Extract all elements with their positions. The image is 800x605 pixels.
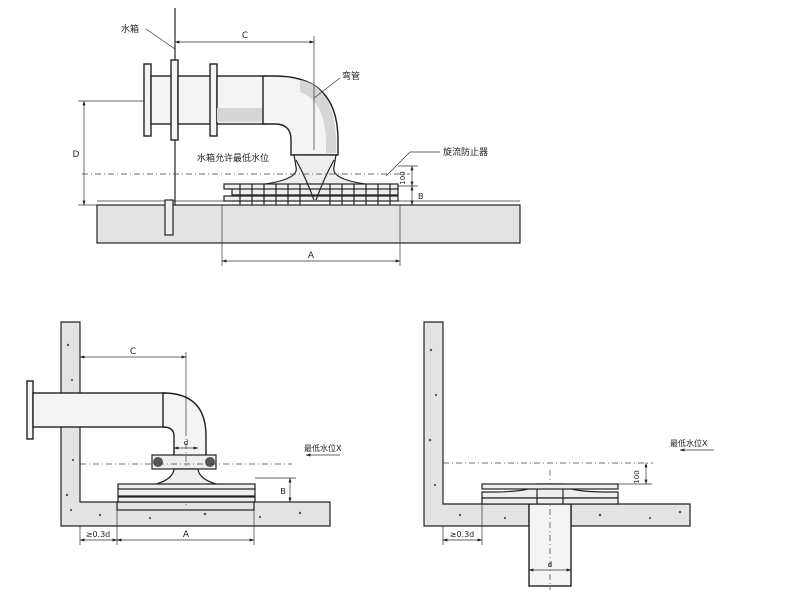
dim-d-label: D	[73, 150, 80, 160]
vortex-top-plate	[223, 183, 399, 190]
figure-1-tank-outlet-elevation: C D A 100 B 水箱 弯管 水箱允许最低水位 旋流防止器	[73, 8, 521, 266]
dim-d-label: d	[184, 439, 188, 447]
elbow-leader	[313, 77, 341, 99]
vortex-preventer-body	[117, 468, 256, 497]
dim-gap-label: ≥0.3d	[86, 530, 111, 539]
vortex-vanes	[295, 159, 335, 201]
level-label: 最低水位X	[304, 443, 342, 453]
min-level-label: 水箱允许最低水位	[197, 152, 269, 164]
device-label: 旋流防止器	[443, 146, 488, 158]
figure-2-side-outlet-section: 最低水位X C d B ≥0.3d A	[26, 321, 342, 545]
dim-c-label: C	[242, 31, 248, 41]
vortex-ribs	[239, 184, 391, 205]
recess-plinth	[116, 501, 255, 511]
concrete-aggregate	[428, 348, 682, 520]
figure-3-bottom-outlet-section: 最低水位X 100 d ≥0.3d	[423, 321, 714, 590]
vortex-bottom-plate	[481, 497, 619, 505]
device-leader	[385, 151, 411, 177]
floor-slab	[96, 204, 521, 244]
pipe-shade	[217, 108, 265, 122]
vortex-top-plate	[117, 483, 256, 490]
vortex-bottom-plate	[117, 496, 256, 503]
pipe-stub	[150, 75, 174, 125]
dim-100-label: 100	[633, 470, 641, 483]
floor-right	[570, 503, 691, 527]
flange-mid	[209, 63, 218, 137]
vortex-bottom-plate	[223, 195, 399, 202]
dim-b-label: B	[418, 192, 424, 201]
dim-100-label: 100	[399, 171, 407, 184]
dim-d-label: d	[548, 561, 552, 569]
dim-a-label: A	[308, 251, 315, 261]
vortex-throat	[536, 489, 564, 504]
elbow-label: 弯管	[342, 70, 360, 82]
flange-wall	[170, 59, 179, 141]
flange	[26, 380, 34, 440]
dim-c-label: C	[130, 347, 136, 357]
dim-a-label: A	[183, 530, 190, 540]
tank-label: 水箱	[121, 23, 139, 35]
dim-gap-label: ≥0.3d	[450, 530, 475, 539]
flange-outer	[143, 63, 152, 137]
wall-anchor	[164, 199, 174, 236]
elbow-shade	[300, 80, 336, 153]
wall-floor-concrete	[60, 321, 331, 527]
bolt-left	[153, 457, 163, 467]
pipe-horizontal	[32, 392, 166, 428]
level-label: 最低水位X	[670, 438, 708, 448]
bolt-right	[205, 457, 215, 467]
pipe-run-1	[177, 75, 213, 125]
vortex-top-plate	[481, 483, 619, 490]
tank-leader	[145, 28, 176, 50]
dim-b-label: B	[280, 487, 286, 496]
